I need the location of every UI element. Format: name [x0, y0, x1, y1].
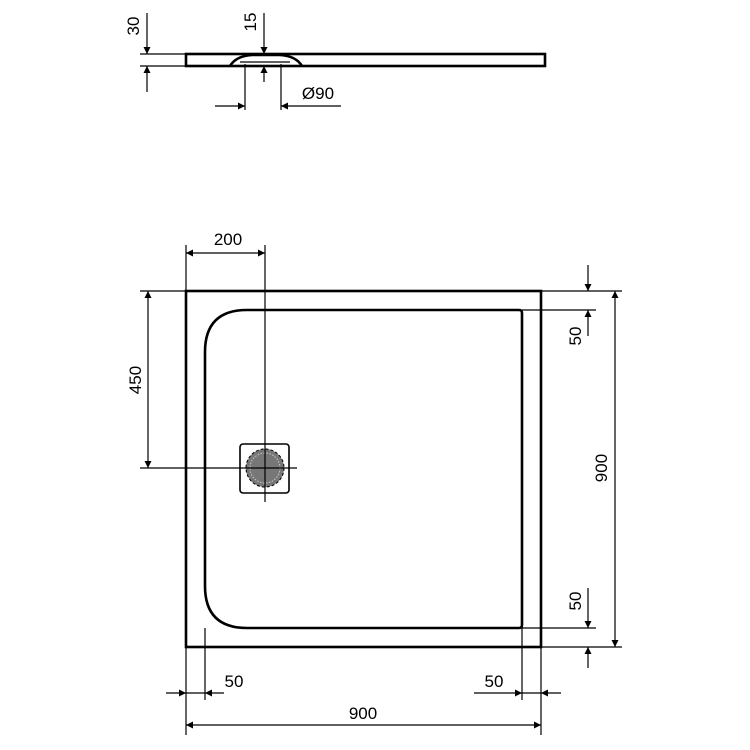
tray-basin — [203, 308, 524, 630]
dim-rim-top-label: 50 — [566, 327, 585, 346]
dim-drain-diameter-label: Ø90 — [302, 84, 334, 103]
dim-rim-left-label: 50 — [225, 672, 244, 691]
dim-rim-bottom-label: 50 — [566, 592, 585, 611]
tray-outline — [184, 289, 543, 649]
dim-drain-offset-x-label: 200 — [214, 230, 242, 249]
tray-side-profile — [184, 52, 547, 68]
side-view: 30 15 Ø90 — [124, 13, 547, 110]
dim-overall-height-label: 900 — [592, 454, 611, 482]
dim-rim-right-label: 50 — [485, 672, 504, 691]
dim-drain-offset-y-label: 450 — [126, 366, 145, 394]
dim-drain-depth-label: 15 — [241, 13, 260, 32]
drain-bump — [228, 53, 304, 67]
dim-thickness-label: 30 — [124, 17, 143, 36]
plan-view: 200 450 900 50 50 50 50 — [126, 230, 622, 735]
dim-overall-width-label: 900 — [349, 704, 377, 723]
